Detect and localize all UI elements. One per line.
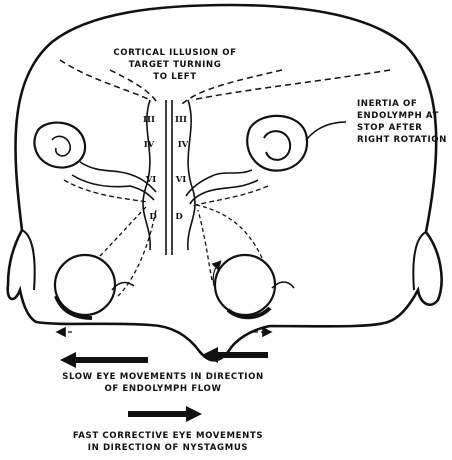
left-eye (55, 205, 156, 318)
slow-movement-label: SLOW EYE MOVEMENTS IN DIRECTION OF ENDOL… (62, 372, 264, 394)
cortical-tracts (60, 60, 390, 104)
inertia-leader (306, 122, 346, 140)
right-eye (196, 205, 294, 317)
svg-text:VI: VI (145, 175, 157, 185)
svg-text:SLOW EYE MOVEMENTS IN DIRECTIO: SLOW EYE MOVEMENTS IN DIRECTION (62, 372, 264, 382)
svg-text:ENDOLYMPH AT: ENDOLYMPH AT (357, 111, 439, 121)
svg-text:INERTIA OF: INERTIA OF (357, 99, 417, 109)
right-jaw-line (413, 232, 426, 290)
svg-text:III: III (143, 115, 155, 125)
svg-text:VI: VI (175, 175, 187, 185)
slow-movement-arrows (60, 347, 268, 368)
cortical-illusion-label: CORTICAL ILLUSION OF TARGET TURNING TO L… (113, 48, 236, 82)
svg-text:RIGHT ROTATION: RIGHT ROTATION (357, 135, 447, 145)
svg-text:IN DIRECTION OF NYSTAGMUS: IN DIRECTION OF NYSTAGMUS (88, 443, 248, 453)
left-jaw-line (22, 230, 35, 290)
svg-text:III: III (175, 115, 187, 125)
svg-text:FAST CORRECTIVE EYE MOVEMENTS: FAST CORRECTIVE EYE MOVEMENTS (73, 431, 263, 441)
svg-text:STOP AFTER: STOP AFTER (357, 123, 423, 133)
svg-text:TARGET TURNING: TARGET TURNING (129, 60, 222, 70)
svg-text:D: D (175, 212, 183, 222)
nerve-labels-right: III IV VI D (175, 115, 189, 222)
svg-text:D: D (149, 212, 157, 222)
right-inner-ear (186, 116, 346, 206)
left-inner-ear (34, 123, 156, 202)
fast-movement-label: FAST CORRECTIVE EYE MOVEMENTS IN DIRECTI… (73, 431, 263, 453)
svg-text:IV: IV (144, 140, 155, 150)
fast-movement-arrow (128, 406, 202, 422)
svg-text:IV: IV (178, 140, 189, 150)
svg-text:TO LEFT: TO LEFT (153, 72, 196, 82)
svg-text:OF ENDOLYMPH FLOW: OF ENDOLYMPH FLOW (104, 384, 221, 394)
svg-text:CORTICAL ILLUSION OF: CORTICAL ILLUSION OF (113, 48, 236, 58)
